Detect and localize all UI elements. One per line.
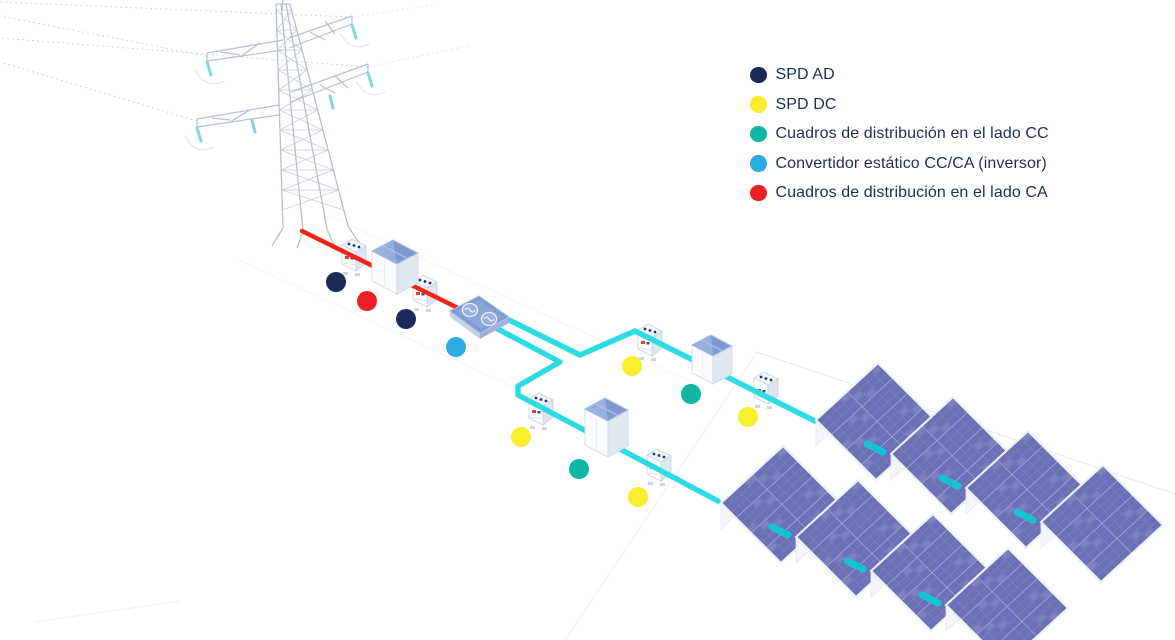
legend: SPD AD SPD DC Cuadros de distribución en e… <box>750 66 1049 202</box>
marker-dots <box>326 272 758 507</box>
marker-spd-dc-1 <box>622 356 642 376</box>
panel-cable-connector <box>768 523 792 539</box>
legend-label: Convertidor estático CC/CA (inversor) <box>775 154 1047 172</box>
legend-label: Cuadros de distribución en el lado CA <box>775 184 1048 201</box>
insulator-arcs <box>184 32 386 151</box>
legend-item-2: SPD DC <box>750 96 1049 114</box>
ac-distribution-cabinet <box>370 239 420 295</box>
marker-dc-board-2 <box>569 459 589 479</box>
legend-dot <box>750 96 767 113</box>
legend-item-3: Cuadros de distribución en el lado CC <box>750 125 1049 143</box>
marker-dc-board-1 <box>681 384 701 404</box>
insulator-strings <box>195 23 374 143</box>
marker-spd-dc-3 <box>511 427 531 447</box>
legend-item-1: SPD AD <box>750 66 1049 84</box>
legend-label: SPD AD <box>775 66 835 83</box>
dc-distribution-cabinet-lower <box>583 397 630 458</box>
legend-label: Cuadros de distribución en el lado CC <box>775 125 1049 142</box>
transmission-tower <box>184 0 386 249</box>
legend-item-5: Cuadros de distribución en el lado CA <box>750 184 1049 202</box>
panel-cable-connector <box>843 557 867 573</box>
legend-dot <box>750 66 767 84</box>
panel-cable-connectors <box>768 440 1037 607</box>
solar-panel-front-4 <box>944 546 1070 640</box>
tower-legs <box>271 0 360 249</box>
converter-symbol-icon <box>461 302 498 327</box>
marker-inverter <box>446 337 466 357</box>
inverter-unit <box>449 295 510 339</box>
dc-distribution-cabinet-upper <box>690 334 734 385</box>
panel-cable-connector <box>918 591 942 607</box>
marker-spd-dc-4 <box>628 487 648 507</box>
panel-cable-connector <box>1013 508 1037 524</box>
distribution-cabinets <box>370 239 734 458</box>
tower-crossarms <box>196 15 369 128</box>
panel-cable-connector <box>863 440 887 456</box>
marker-spd-ad-2 <box>396 309 416 329</box>
marker-ac-board <box>357 291 377 311</box>
legend-dot <box>750 125 767 143</box>
legend-label: SPD DC <box>775 95 837 113</box>
marker-spd-dc-2 <box>738 407 758 427</box>
legend-dot <box>750 155 767 172</box>
marker-spd-ad-1 <box>326 272 346 292</box>
power-lines <box>0 1 469 122</box>
legend-dot <box>750 184 767 202</box>
panel-cable-connector <box>938 474 962 490</box>
legend-item-4: Convertidor estático CC/CA (inversor) <box>750 155 1049 173</box>
solar-panel-back-4 <box>1039 463 1165 584</box>
